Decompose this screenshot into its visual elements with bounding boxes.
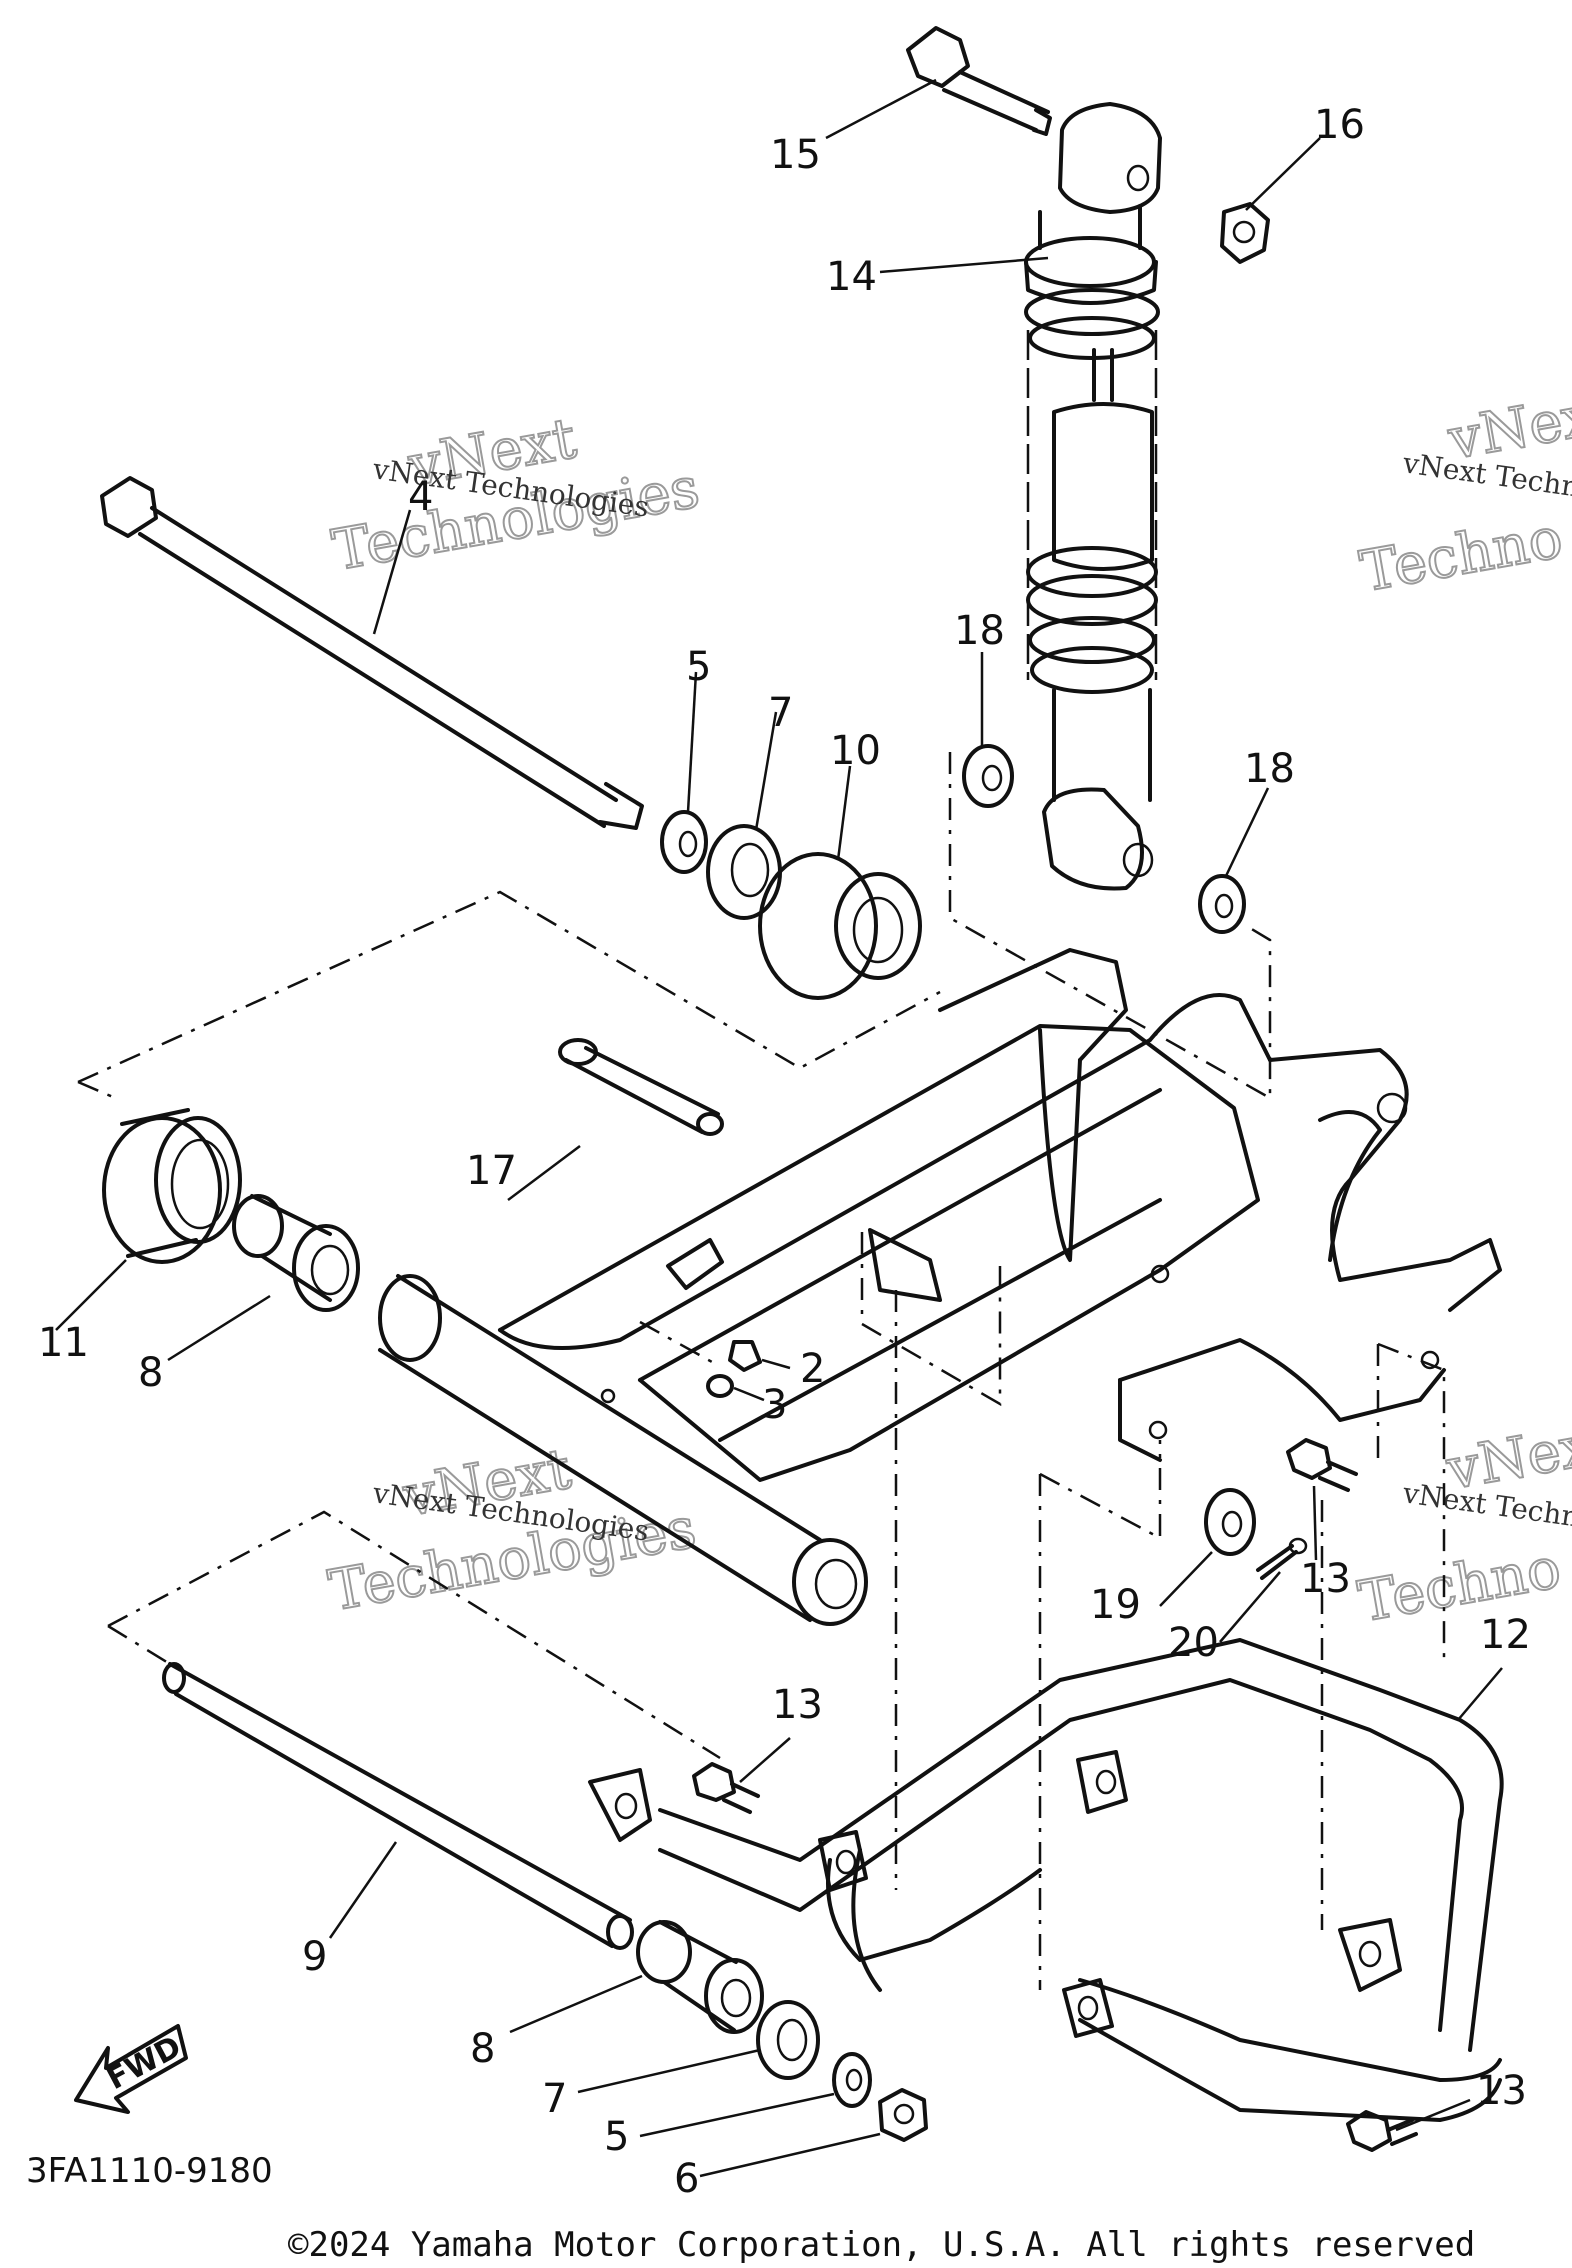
- bumper-12: [588, 1638, 1504, 2122]
- grease-nipple-2: [728, 1340, 762, 1372]
- pin-17: [558, 1038, 724, 1136]
- swing-arm: [378, 948, 1502, 1626]
- callout-3: 3: [762, 1382, 787, 1428]
- callout-18-left: 18: [954, 608, 1005, 654]
- callout-8-upper: 8: [138, 1350, 163, 1396]
- callout-11: 11: [38, 1320, 89, 1366]
- callout-8-lower: 8: [470, 2026, 495, 2072]
- callout-2: 2: [800, 1346, 825, 1392]
- callout-19: 19: [1090, 1582, 1141, 1628]
- callout-18-right: 18: [1244, 746, 1295, 792]
- drawing-code: 3FA1110-9180: [26, 2151, 273, 2191]
- leader-lines: [55, 78, 1503, 2178]
- fwd-arrow: FWD: [74, 2024, 188, 2114]
- washer-19: [1204, 1488, 1256, 1556]
- bushing-11: [102, 1108, 242, 1264]
- washer-5-top: [660, 810, 708, 874]
- bolt-13-bottom: [1346, 2110, 1418, 2152]
- callout-20: 20: [1168, 1620, 1219, 1666]
- watermark-big-line2-cut: Techno: [1356, 506, 1568, 605]
- bushing-10: [758, 852, 922, 1000]
- callout-14: 14: [826, 254, 877, 300]
- callout-numbers: 15 16 14 4 5 7 10 18 18 17 11 8 2 3 19 2…: [38, 102, 1531, 2202]
- fwd-label: FWD: [101, 2029, 187, 2097]
- oil-seal-7-top: [706, 824, 782, 920]
- nut-6: [878, 2088, 928, 2142]
- callout-17: 17: [466, 1148, 517, 1194]
- tube-9: [162, 1662, 634, 1950]
- callout-10: 10: [830, 728, 881, 774]
- copyright-notice: ©2024 Yamaha Motor Corporation, U.S.A. A…: [288, 2225, 1475, 2265]
- callout-4: 4: [408, 474, 433, 520]
- callout-5-lower: 5: [604, 2114, 629, 2160]
- callout-9: 9: [302, 1934, 327, 1980]
- watermark-big-line2-cut-b: Techno: [1354, 1536, 1566, 1635]
- collar-8-lower: [636, 1920, 764, 2034]
- bolt-13-right-upper: [1286, 1438, 1358, 1492]
- callout-7-lower: 7: [542, 2076, 567, 2122]
- callout-12: 12: [1480, 1612, 1531, 1658]
- washer-3: [706, 1374, 734, 1398]
- cotter-pin-20: [1256, 1537, 1308, 1580]
- washer-18-left: [962, 744, 1014, 808]
- bolt-15: [906, 26, 1052, 136]
- callout-13-right-upper: 13: [1300, 1556, 1351, 1602]
- callout-6: 6: [674, 2156, 699, 2202]
- assembly-guide-lines: [77, 752, 1446, 1990]
- washer-5-lower: [832, 2052, 872, 2108]
- callout-13-mid: 13: [772, 1682, 823, 1728]
- collar-8-upper: [232, 1194, 360, 1312]
- pivot-shaft-4: [100, 476, 644, 830]
- washer-18-right: [1198, 874, 1246, 934]
- callout-15: 15: [770, 132, 821, 178]
- bolt-13-mid: [692, 1762, 760, 1814]
- callout-7-top: 7: [768, 690, 793, 736]
- oil-seal-7-lower: [756, 2000, 820, 2080]
- callout-5-top: 5: [686, 644, 711, 690]
- nut-16: [1220, 202, 1270, 264]
- callout-13-bottom: 13: [1476, 2068, 1527, 2114]
- shock-absorber-14: [1024, 102, 1162, 891]
- callout-16: 16: [1314, 102, 1365, 148]
